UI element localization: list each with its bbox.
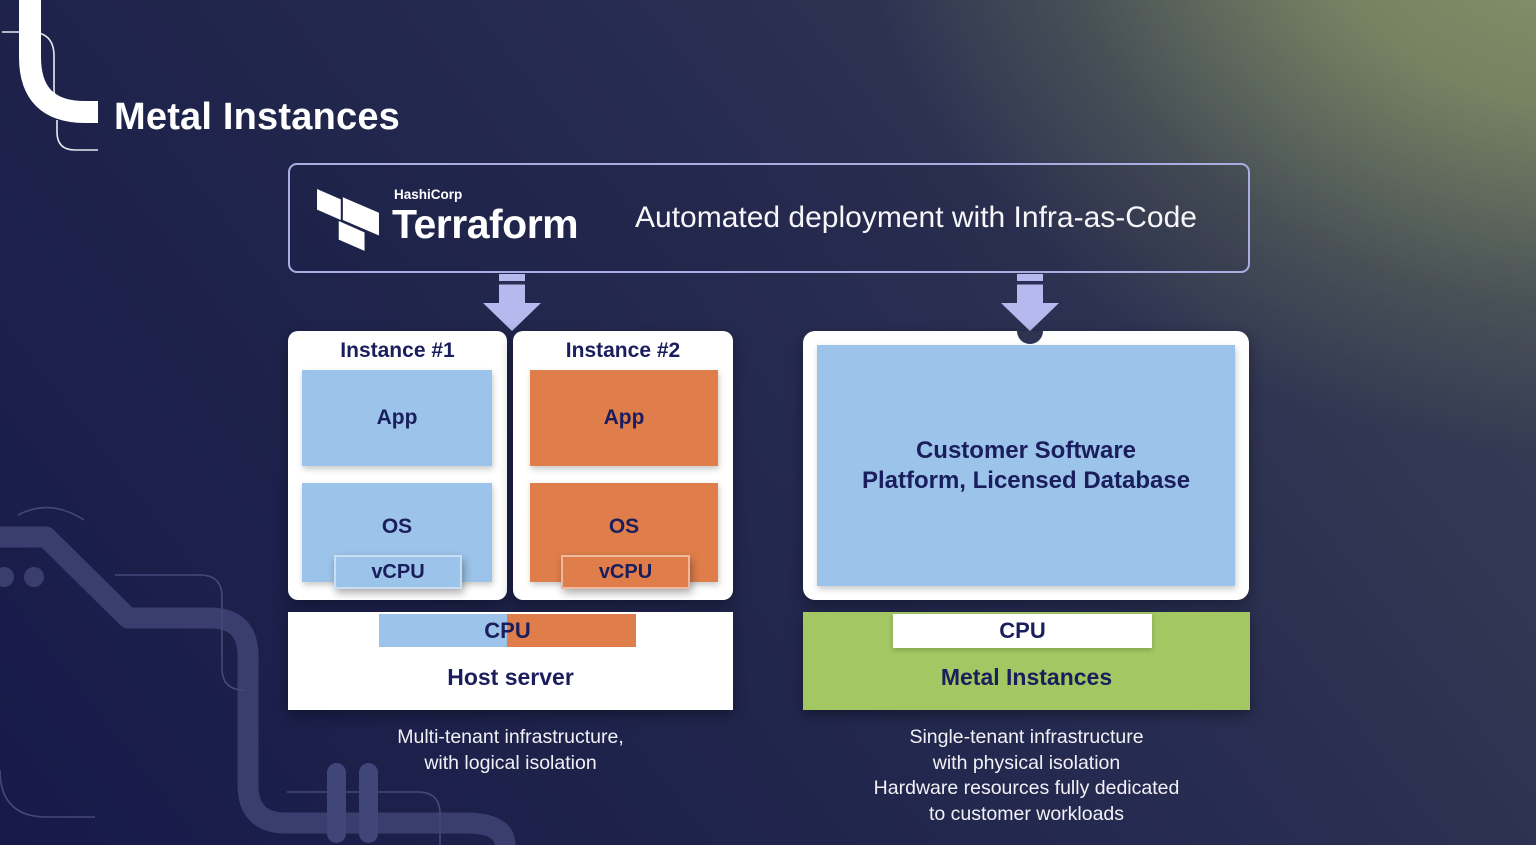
- instance-2-card: Instance #2 App OS vCPU: [513, 331, 733, 600]
- shared-cpu-strip: [379, 614, 636, 647]
- right-caption-line-2: with physical isolation: [932, 751, 1121, 774]
- instance-1-title: Instance #1: [340, 339, 455, 362]
- left-caption-line-2: with logical isolation: [424, 751, 597, 774]
- down-arrow-icon-right: [1001, 274, 1059, 331]
- hashicorp-brand-label: HashiCorp: [394, 187, 463, 202]
- instance-2-app-box: App: [530, 370, 718, 466]
- customer-software-line-1: Customer Software: [915, 436, 1137, 464]
- right-caption: Single-tenant infrastructure with physic…: [803, 725, 1250, 827]
- circuit-decoration-bottom-left-icon: [0, 506, 516, 845]
- customer-software-line-2: Platform, Licensed Database: [861, 466, 1191, 494]
- circuit-decoration-top-left-icon: [2, 0, 98, 151]
- left-caption-line-1: Multi-tenant infrastructure,: [397, 726, 624, 748]
- arrow-notch: [1017, 331, 1043, 344]
- customer-software-card: Customer Software Platform, Licensed Dat…: [803, 331, 1249, 600]
- cpu-strip-blue-half: [379, 614, 507, 647]
- instance-1-vcpu-box: vCPU: [334, 555, 462, 589]
- right-caption-line-1: Single-tenant infrastructure: [909, 726, 1144, 748]
- instance-2-vcpu-box: vCPU: [561, 555, 690, 589]
- metal-instances-bar: CPU Metal Instances: [803, 612, 1250, 710]
- host-server-label: Host server: [447, 664, 574, 690]
- host-cpu-label: CPU: [484, 617, 531, 643]
- down-arrow-icon-left: [483, 274, 541, 331]
- right-caption-line-4: to customer workloads: [928, 802, 1125, 825]
- metal-cpu-box: CPU: [893, 614, 1152, 648]
- instance-1-app-box: App: [302, 370, 492, 466]
- customer-software-box: Customer Software Platform, Licensed Dat…: [817, 345, 1235, 586]
- terraform-banner: HashiCorp Terraform Automated deployment…: [288, 163, 1250, 273]
- host-server-bar: CPU Host server: [288, 612, 733, 710]
- terraform-logo-icon: [317, 189, 379, 251]
- instance-2-title: Instance #2: [565, 339, 681, 362]
- page-title: Metal Instances: [114, 96, 400, 138]
- instance-1-card: Instance #1 App OS vCPU: [288, 331, 507, 600]
- metal-instances-label: Metal Instances: [940, 664, 1113, 690]
- cpu-strip-orange-half: [507, 614, 636, 647]
- banner-tagline: Automated deployment with Infra-as-Code: [635, 201, 1197, 234]
- left-caption: Multi-tenant infrastructure, with logica…: [288, 725, 733, 776]
- terraform-wordmark: Terraform: [392, 201, 579, 247]
- right-caption-line-3: Hardware resources fully dedicated: [873, 777, 1180, 799]
